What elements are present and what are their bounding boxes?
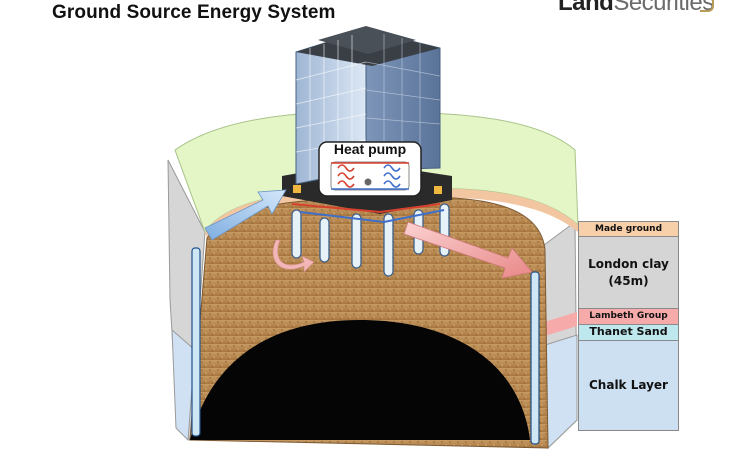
borehole-pipes [191,247,540,445]
recirculation-arrow [272,239,315,273]
strata-made-ground: Made ground [578,221,679,237]
borehole-right [530,271,540,445]
strata-label: Made ground [594,223,663,234]
pile-loop [351,213,362,269]
logo-text-light: Securities [613,0,714,16]
pile-loop [291,209,302,259]
heat-pump-icon [330,161,410,191]
logo-corner-mark [700,0,714,12]
strata-label: London clay [588,257,669,272]
strata-lambeth-group: Lambeth Group [578,309,679,325]
junction-box-left [293,185,301,193]
strata-side-right-lambeth [544,312,577,336]
page-title: Ground Source Energy System [52,2,336,23]
logo-text-bold: Land [558,0,614,16]
cold-air-arrow [204,189,287,241]
underground-cavity [190,320,530,440]
foundation-pipe-red [291,203,441,214]
heat-out-arrow [403,221,533,279]
strata-label: Chalk Layer [589,378,668,393]
pile-loop [319,217,330,263]
strata-sublabel: (45m) [608,273,649,288]
strata-chalk-layer: Chalk Layer [578,341,679,431]
strata-side-right-chalk [544,334,578,450]
foundation-pipe-blue [299,209,445,224]
strata-label: Lambeth Group [589,311,668,322]
strata-thanet-sand: Thanet Sand [578,325,679,341]
made-ground-rim [205,188,578,238]
pile-loop [383,213,394,277]
junction-box-right [434,186,442,194]
strata-side-left-chalk [171,328,196,442]
borehole-left [191,247,201,437]
heat-pump-label: Heat pump [333,141,407,157]
strata-legend: Made ground London clay (45m) Lambeth Gr… [578,221,679,431]
company-logo: LandSecurities [558,0,714,17]
strata-label: Thanet Sand [589,325,668,339]
strata-london-clay: London clay (45m) [578,237,679,309]
